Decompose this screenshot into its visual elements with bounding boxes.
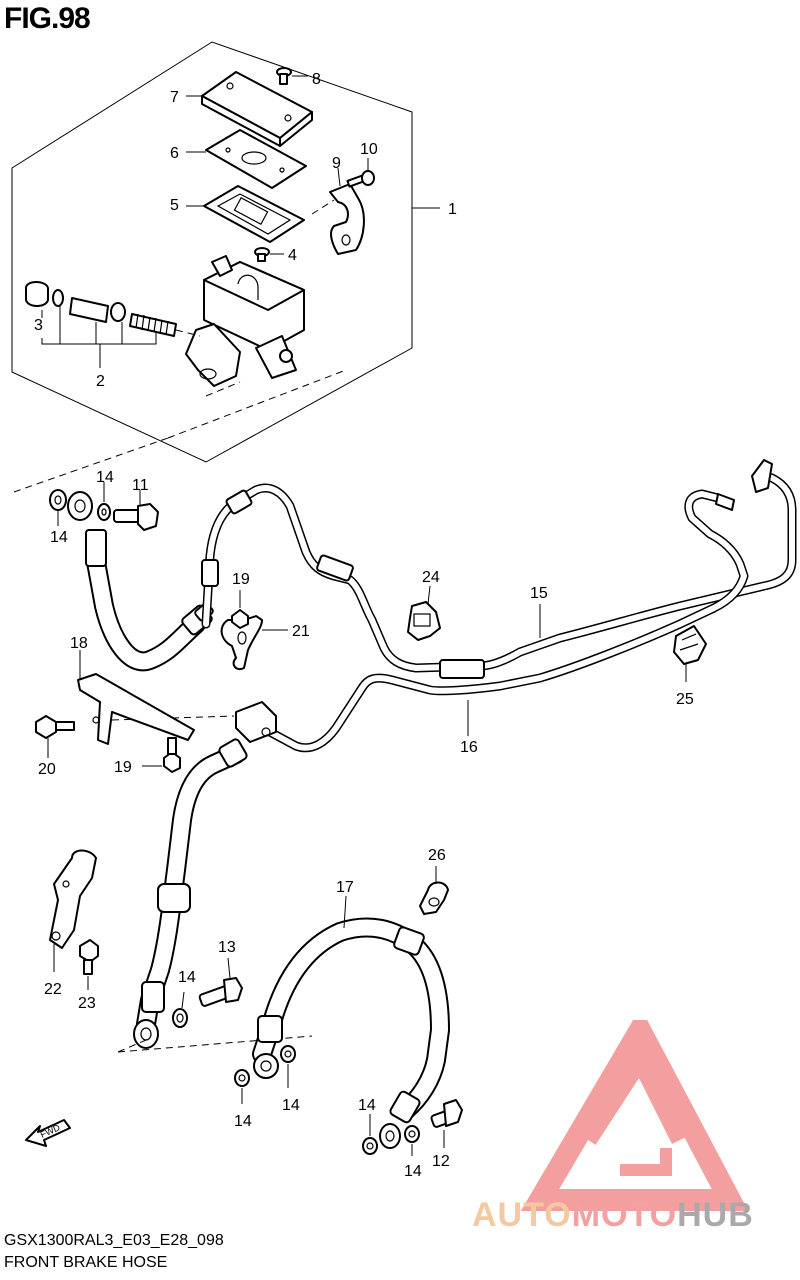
watermark-text: AUTOMOTOHUB [472, 1196, 754, 1235]
callout-7: 7 [170, 89, 179, 106]
union-bolt-13 [198, 977, 243, 1007]
section-title: FRONT BRAKE HOSE [4, 1254, 168, 1271]
callout-10: 10 [360, 141, 378, 158]
callout-14: 14 [234, 1113, 252, 1130]
assembly-boundary [11, 41, 413, 463]
union-bolt-12 [430, 1099, 463, 1128]
callout-14: 14 [358, 1097, 376, 1114]
figure-title: FIG.98 [4, 2, 91, 35]
callout-14: 14 [282, 1097, 300, 1114]
fwd-arrow-icon: FWD [25, 1119, 71, 1147]
bolt-23 [79, 939, 99, 975]
callout-12: 12 [432, 1153, 450, 1170]
watermark-triangle-icon [520, 1020, 749, 1211]
callout-25: 25 [676, 691, 694, 708]
callout-20: 20 [38, 761, 56, 778]
reservoir-cap [201, 71, 313, 147]
clamp [329, 183, 365, 255]
piston-kit [25, 281, 177, 337]
model-code: GSX1300RAL3_E03_E28_098 [4, 1232, 224, 1249]
brake-line-sleeves [201, 459, 773, 679]
callout-18: 18 [70, 635, 88, 652]
watermark-logo [520, 1020, 749, 1211]
callout-21: 21 [292, 623, 310, 640]
clamp-24 [407, 601, 441, 641]
callout-17: 17 [336, 879, 354, 896]
cap-screw [276, 67, 292, 85]
washer-mid [172, 1008, 188, 1028]
master-cylinder-body [185, 255, 305, 387]
callout-11: 11 [132, 477, 149, 494]
union-bolt-11 [113, 503, 159, 531]
small-screw [254, 247, 270, 262]
diaphragm [203, 185, 305, 243]
callout-5: 5 [170, 197, 179, 214]
callout-9: 9 [332, 155, 341, 172]
callout-8: 8 [312, 71, 321, 88]
bolt-19-lower [163, 737, 181, 773]
diaphragm-plate [205, 129, 307, 189]
bolt-20 [35, 715, 75, 739]
clamp-25 [673, 625, 707, 665]
callout-13: 13 [218, 939, 236, 956]
callout-14: 14 [178, 969, 196, 986]
callout-16: 16 [460, 739, 478, 756]
callout-6: 6 [170, 145, 179, 162]
callout-19: 19 [114, 759, 132, 776]
callout-23: 23 [78, 995, 96, 1012]
callout-14: 14 [404, 1163, 422, 1180]
callout-26: 26 [428, 847, 446, 864]
bracket-22 [49, 849, 97, 949]
watermark-word-hub: HUB [677, 1196, 754, 1234]
callout-19: 19 [232, 571, 250, 588]
clamp-bolt [346, 170, 375, 188]
callout-3: 3 [34, 317, 43, 334]
callout-15: 15 [530, 585, 548, 602]
lower-hose-fittings [133, 738, 248, 1049]
callout-22: 22 [44, 981, 62, 998]
callout-2: 2 [96, 373, 105, 390]
callout-14: 14 [50, 529, 68, 546]
clip-21 [220, 615, 263, 670]
clamp-26 [419, 881, 449, 915]
bolt-19-upper [231, 609, 249, 629]
caliper-hose-fittings [253, 926, 425, 1149]
washers-lower [234, 1045, 420, 1155]
callout-1: 1 [448, 201, 457, 218]
callout-4: 4 [288, 247, 297, 264]
bracket-18 [77, 673, 195, 745]
callout-24: 24 [422, 569, 440, 586]
washers-top [49, 489, 111, 521]
watermark-word-moto: MOTO [571, 1196, 678, 1234]
junction-block [235, 701, 277, 743]
callout-14: 14 [96, 469, 114, 486]
watermark-word-auto: AUTO [472, 1196, 572, 1234]
